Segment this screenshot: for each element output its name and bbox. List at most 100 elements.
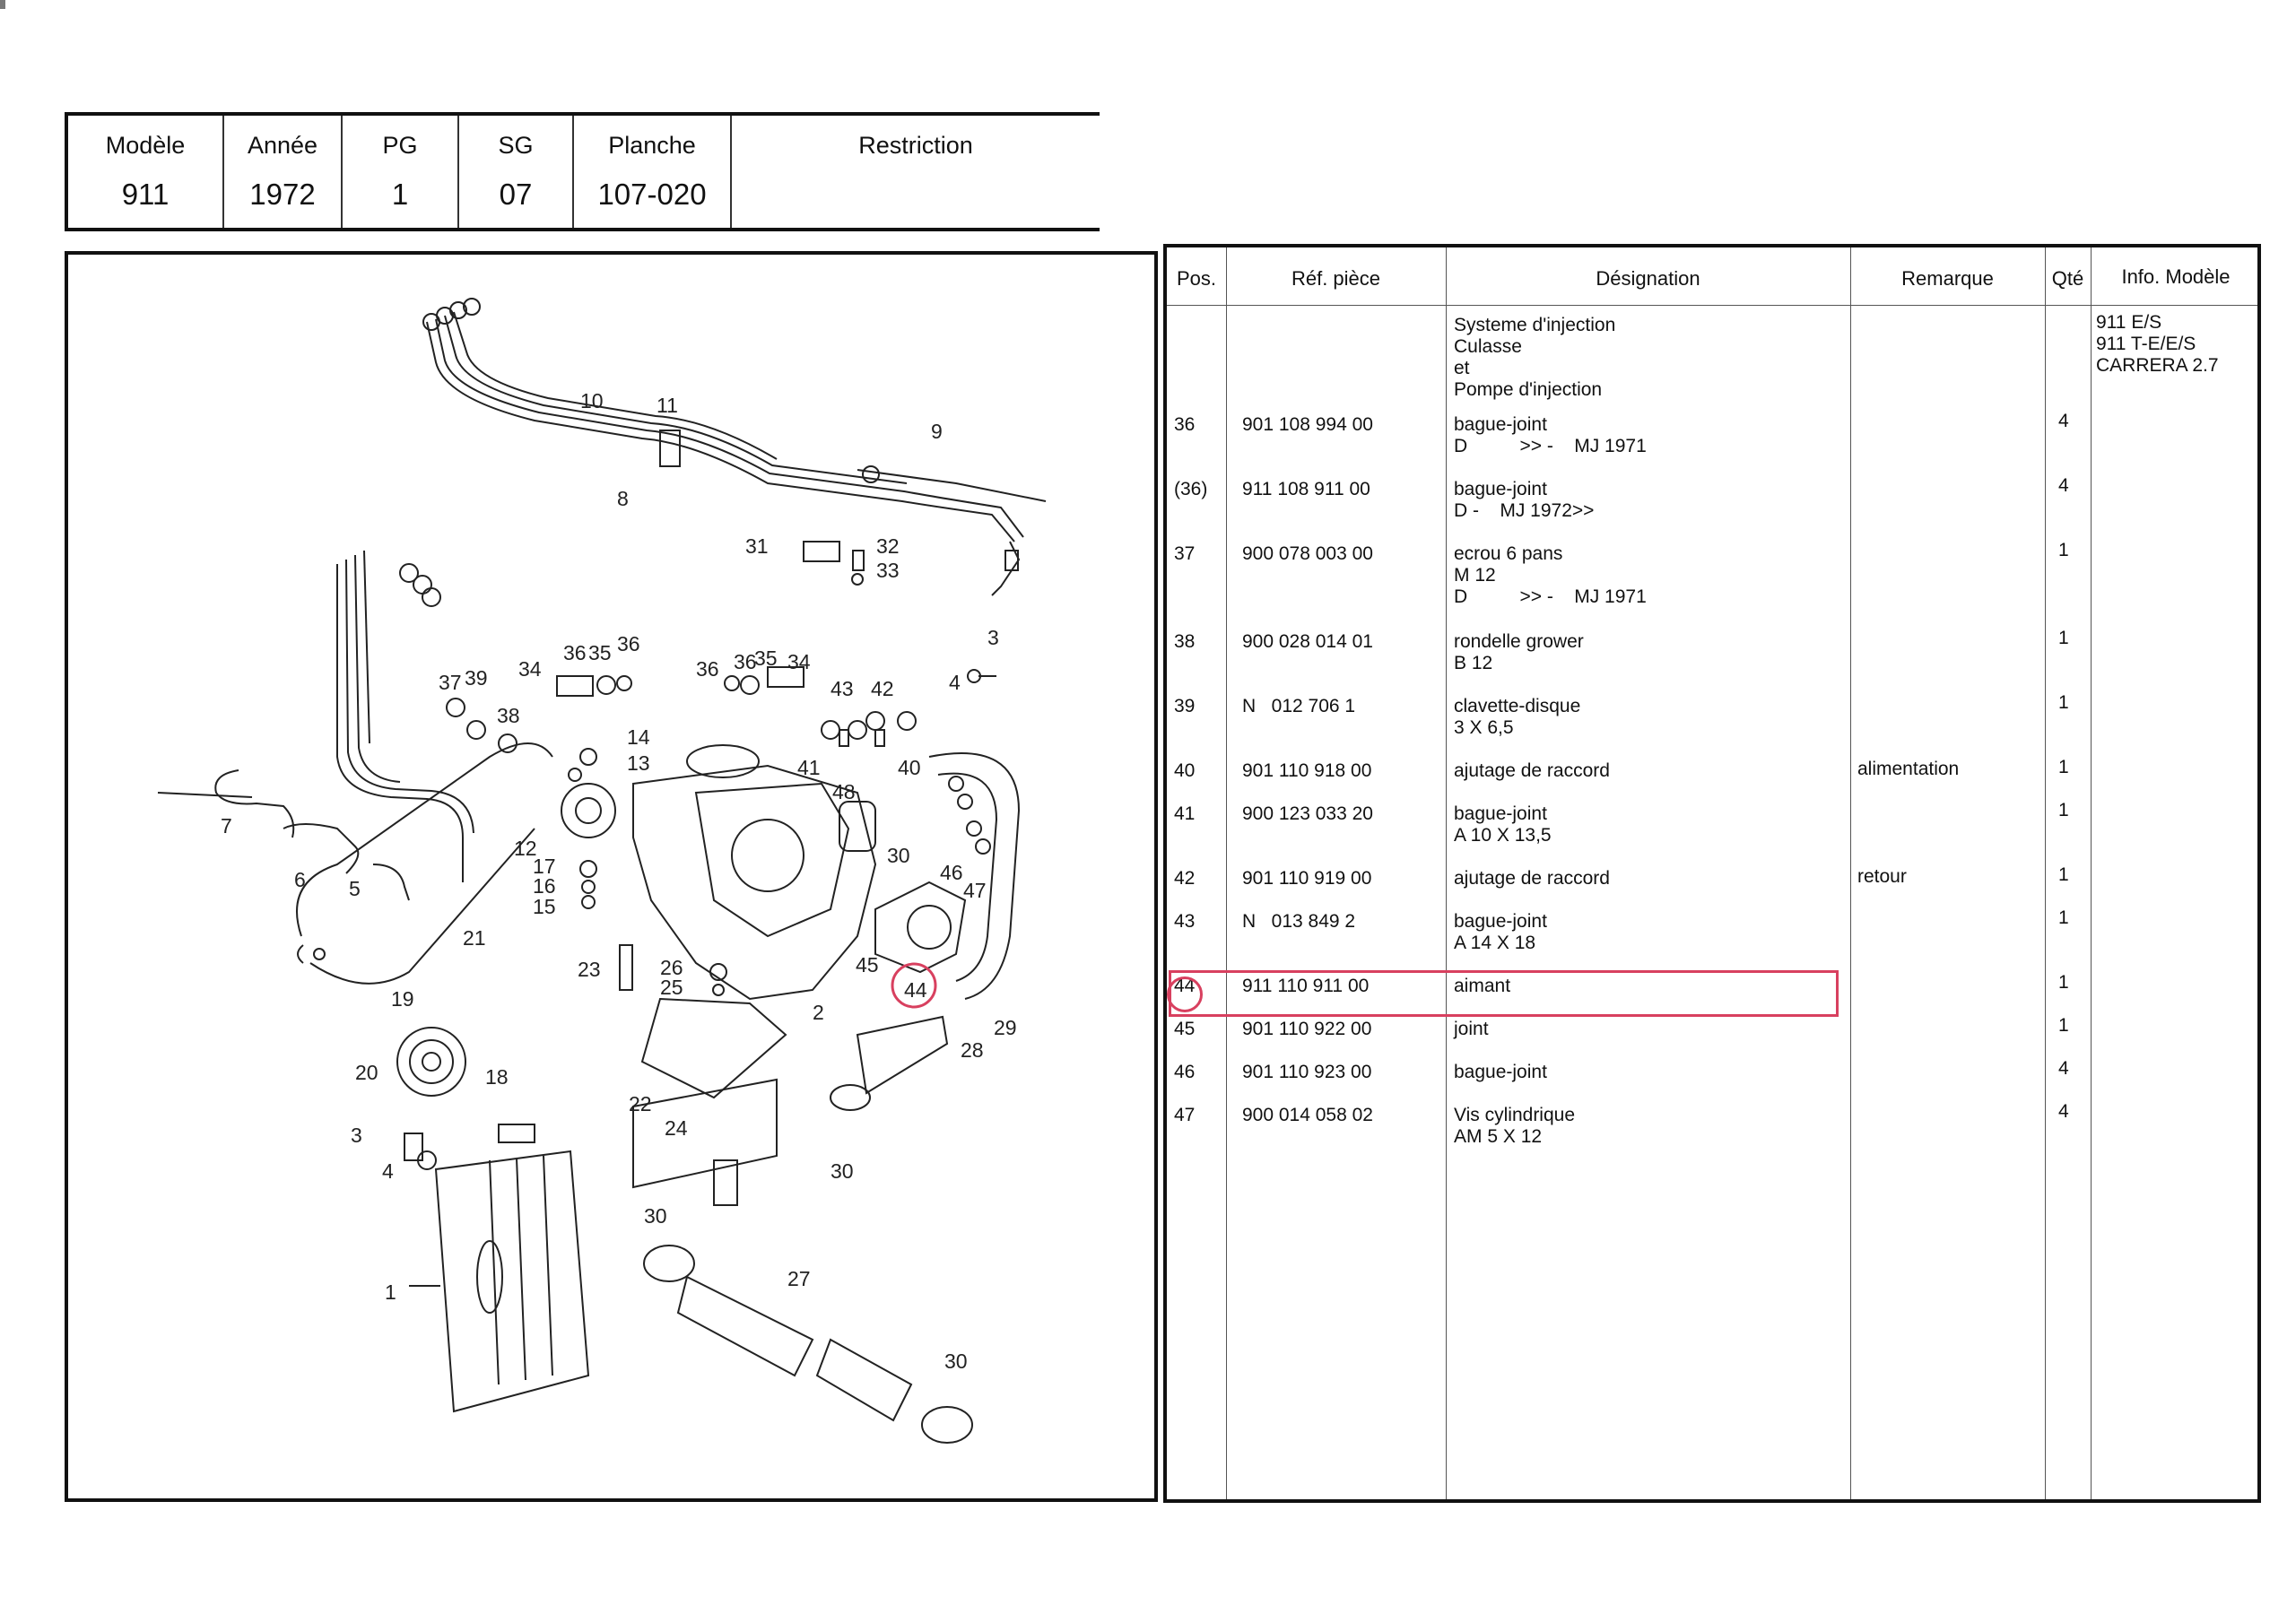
callout-label: 24 [665,1116,688,1140]
callout-label: 36 [696,657,719,681]
row-qty: 1 [2058,972,2069,993]
row-designation-detail: 3 X 6,5 [1454,717,1514,738]
column-divider [2045,247,2046,1499]
header-label: SG [498,132,534,159]
row-ref: 900 028 014 01 [1242,631,1373,652]
exploded-parts-diagram: 1 2 3 3 4 4 5 6 7 8 9 10 11 12 13 14 15 … [65,251,1158,1502]
row-qty: 1 [2058,907,2069,928]
row-qty: 1 [2058,628,2069,648]
header-cell-annee: Année 1972 [224,116,343,228]
group-title-line: Culasse [1454,336,1522,357]
row-designation: bague-joint [1454,803,1547,824]
row-pos: 37 [1174,543,1196,564]
header-cell-pg: PG 1 [343,116,459,228]
group-title-line: Systeme d'injection [1454,315,1616,335]
callout-label: 21 [463,926,486,950]
callout-label: 30 [887,844,910,867]
callout-label: 34 [518,657,542,681]
callout-label: 35 [754,647,778,670]
cylinder-head [409,1150,590,1413]
callout-label: 36 [617,632,640,655]
cover-plate [632,1078,778,1206]
callout-label: 22 [629,1092,652,1115]
callout-label: 15 [533,895,556,918]
callout-label: 16 [533,874,556,898]
header-cell-restriction: Restriction [732,116,1100,228]
callout-label: 30 [831,1159,854,1183]
scan-edge-mark [0,0,5,9]
row-pos: 43 [1174,911,1196,932]
column-divider [2091,247,2092,1499]
callout-label: 8 [617,487,629,510]
callout-label: 32 [876,534,900,558]
row-ref: N 012 706 1 [1242,696,1356,716]
callout-label: 6 [294,868,306,891]
row-qty: 4 [2058,411,2069,431]
row-designation: rondelle grower [1454,631,1584,652]
row-ref: 900 078 003 00 [1242,543,1373,564]
callout-label: 7 [221,814,232,838]
row-designation: aimant [1454,976,1511,996]
row-qty: 4 [2058,1101,2069,1122]
model-info-line: CARRERA 2.7 [2096,355,2219,376]
header-cell-planche: Planche 107-020 [574,116,732,228]
column-header-designation: Désignation [1596,267,1700,290]
callout-label: 10 [580,389,604,412]
selected-pos-circle [1167,976,1203,1012]
row-designation-detail: AM 5 X 12 [1454,1126,1543,1147]
row-designation: bague-joint [1454,479,1547,499]
callout-label: 40 [898,756,921,779]
callout-label: 20 [355,1061,378,1084]
callout-label: 25 [660,976,683,999]
row-designation: bague-joint [1454,1062,1547,1082]
callout-label: 4 [949,671,961,694]
column-header-info: Info. Modèle [2121,265,2231,288]
row-qty: 1 [2058,800,2069,820]
row-remarque: retour [1857,866,1907,887]
callout-label: 38 [497,704,520,727]
injection-lines-top [422,298,1047,596]
row-ref: 901 110 919 00 [1242,868,1372,889]
callout-label: 41 [797,756,821,779]
header-value: 911 [121,178,170,211]
row-ref: 901 110 918 00 [1242,760,1372,781]
row-ref: 900 014 058 02 [1242,1105,1373,1125]
model-header-table: Modèle 911 Année 1972 PG 1 SG 07 Planche… [65,112,1100,231]
row-pos: 45 [1174,1019,1196,1039]
callout-label: 4 [382,1159,394,1183]
callout-label: 17 [533,855,556,878]
small-hardware [313,541,996,1170]
row-qty: 1 [2058,692,2069,713]
callout-label: 45 [856,953,879,976]
callout-label: 13 [627,751,650,775]
callout-label: 33 [876,559,900,582]
row-designation: bague-joint [1454,911,1547,932]
magnet-part [874,881,967,974]
row-designation: ajutage de raccord [1454,868,1610,889]
callout-label: 1 [385,1280,396,1304]
row-qty: 1 [2058,864,2069,885]
selected-row-highlight [1169,970,1839,1017]
row-ref: 901 110 922 00 [1242,1019,1372,1039]
row-designation: clavette-disque [1454,696,1581,716]
callout-label: 46 [940,861,963,884]
callout-label: 26 [660,956,683,979]
callout-label: 43 [831,677,854,700]
header-value: 1972 [249,178,316,211]
group-title-line: et [1454,358,1470,378]
header-label: PG [382,132,418,159]
row-designation-detail: A 10 X 13,5 [1454,825,1552,846]
row-designation: joint [1454,1019,1489,1039]
row-qty: 4 [2058,1058,2069,1079]
toothed-belt [296,742,553,985]
header-label: Année [247,132,318,159]
callout-label: 37 [439,671,462,694]
header-label: Restriction [858,132,973,159]
injection-lines-left [157,550,474,901]
callout-label: 31 [745,534,769,558]
row-pos: 36 [1174,414,1196,435]
column-divider [1226,247,1227,1499]
header-label: Modèle [105,132,186,159]
header-divider [1167,305,2257,306]
row-ref: N 013 849 2 [1242,911,1356,932]
